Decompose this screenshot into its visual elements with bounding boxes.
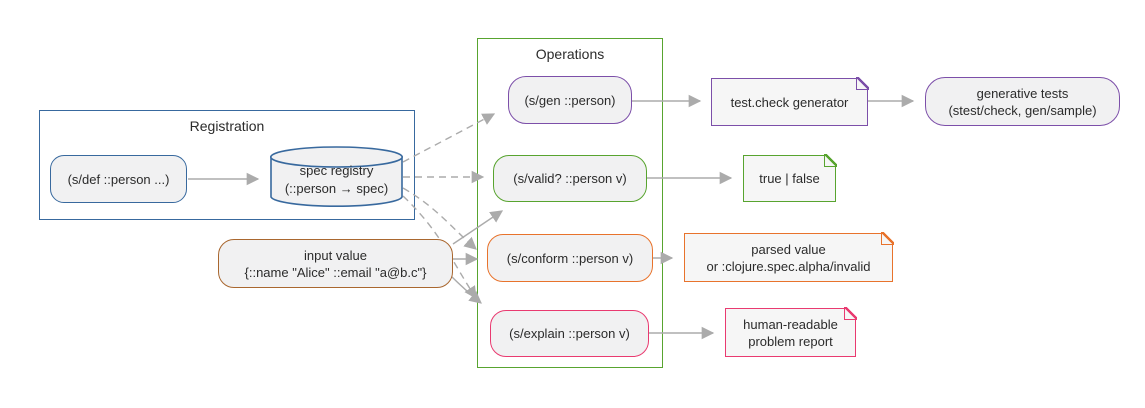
node-svalid-label: (s/valid? ::person v) [513, 171, 627, 186]
note-testcheck-generator: test.check generator [711, 77, 869, 126]
node-sexplain: (s/explain ::person v) [490, 310, 649, 357]
input-value-line2: {::name "Alice" ::email "a@b.c"} [244, 264, 427, 280]
registry-label-line1: spec registry [299, 163, 374, 178]
node-sgen-label: (s/gen ::person) [524, 92, 616, 108]
generative-tests-line2: (stest/check, gen/sample) [948, 102, 1097, 118]
node-svalid: (s/valid? ::person v) [493, 155, 647, 202]
note-problem-report: human-readable problem report [725, 307, 857, 357]
node-sgen: (s/gen ::person) [508, 76, 632, 124]
registration-cluster-label: Registration [189, 118, 265, 134]
note-parsed-value: parsed value or :clojure.spec.alpha/inva… [684, 232, 894, 282]
node-spec-registry: spec registry (::person → spec) [270, 146, 403, 209]
node-sexplain-label: (s/explain ::person v) [509, 326, 630, 341]
note-true-false: true | false [743, 154, 837, 202]
cylinder-icon [270, 146, 403, 208]
operations-cluster: Operations [477, 38, 663, 368]
parsed-value-line2: or :clojure.spec.alpha/invalid [706, 258, 871, 274]
node-generative-tests: generative tests (stest/check, gen/sampl… [925, 77, 1120, 126]
parsed-value-line1: parsed value [751, 241, 826, 257]
input-value-line1: input value [304, 247, 367, 263]
node-sconform-label: (s/conform ::person v) [506, 250, 634, 266]
node-sdef-label: (s/def ::person ...) [67, 171, 170, 187]
problem-report-line1: human-readable [743, 316, 838, 332]
problem-report-line2: problem report [748, 333, 833, 349]
registry-label-line2: (::person → spec) [284, 181, 389, 196]
node-input-value: input value {::name "Alice" ::email "a@b… [218, 239, 453, 288]
registration-cluster: Registration [39, 110, 415, 220]
node-sconform: (s/conform ::person v) [487, 234, 653, 282]
true-false-label: true | false [759, 171, 820, 186]
operations-cluster-label: Operations [535, 46, 605, 62]
generative-tests-line1: generative tests [976, 85, 1069, 101]
node-sdef: (s/def ::person ...) [50, 155, 187, 203]
testcheck-label: test.check generator [730, 94, 849, 110]
